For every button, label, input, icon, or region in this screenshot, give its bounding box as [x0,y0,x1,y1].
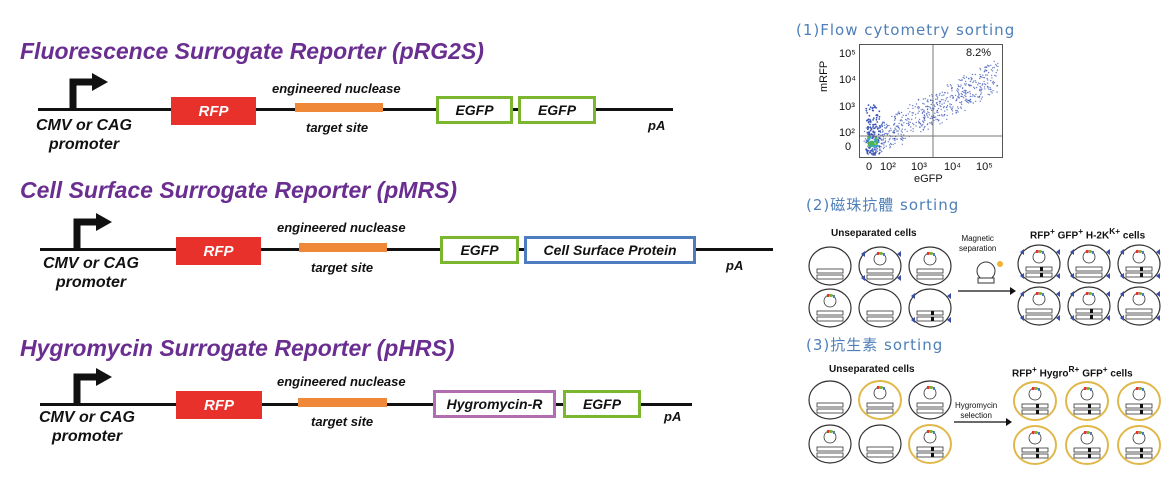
reporter-1-target-site-bar [295,103,383,112]
cell-icon [1017,244,1061,284]
magnet-icon [958,261,1016,295]
promoter-arrow-icon [73,368,112,405]
reporter-2-target-label: target site [311,260,374,275]
cell-icon [1067,286,1111,326]
cell-icon [1067,244,1111,284]
cell-icon [1065,381,1109,421]
cell-icon [908,246,952,286]
reporter-3-title: Hygromycin Surrogate Reporter (pHRS) [20,335,455,361]
antibiotic-unseparated-label: Unseparated cells [829,364,915,375]
flow-ytick: 10⁴ [839,74,856,86]
magnetic-sorting-title: (2)磁珠抗體 sorting [806,196,960,214]
cell-icon [908,380,952,420]
cell-icon [1065,425,1109,465]
reporter-3-target-label: target site [311,414,374,429]
cell-icon [1013,381,1057,421]
reporter-1-pa-label: pA [648,118,666,133]
flow-xlabel: eGFP [914,173,943,185]
flow-xtick: 10² [880,161,896,173]
cell-icon [1013,425,1057,465]
flow-xtick: 0 [866,161,873,173]
antibiotic-sorted-cells [1013,381,1161,465]
cell-icon [1017,286,1061,326]
reporter-3-pa-label: pA [664,409,682,424]
flow-xtick: 10⁵ [976,161,993,173]
cell-icon [908,288,952,328]
magnetic-sorted-cells [1017,244,1161,326]
magnetic-step-label: Magnetic separation [959,234,997,253]
antibiotic-step-label: Hygromycin selection [955,401,998,420]
cell-icon [808,424,852,464]
cell-icon [808,380,852,420]
flow-ytick: 0 [845,141,852,153]
flow-ytick: 10² [839,127,855,139]
reporter-3-hygromycin-box: Hygromycin-R [433,390,556,418]
flow-xtick: 10³ [911,161,927,173]
magnetic-result-label: RFP+ GFP+ H-2KK+ cells [1030,226,1146,242]
cell-icon [1117,381,1161,421]
reporter-1-target-label: target site [306,120,369,135]
reporter-1-egfp-box-2: EGFP [518,96,596,124]
magnetic-unseparated-cells [808,246,952,328]
reporter-2-pa-label: pA [726,258,744,273]
flow-sorting-title: (1)Flow cytometry sorting [796,21,1016,39]
reporter-2-egfp-box: EGFP [440,236,519,264]
cell-icon [1117,286,1161,326]
cell-icon [908,424,952,464]
reporter-1-rfp-box: RFP [171,97,256,125]
antibiotic-result-label: RFP+ HygroR+ GFP+ cells [1012,364,1133,380]
flow-xtick: 10⁴ [944,161,961,173]
selection-arrow-icon [954,418,1012,426]
antibiotic-unseparated-cells [808,380,952,464]
cell-icon [1117,244,1161,284]
reporter-1-egfp-box-1: EGFP [436,96,513,124]
reporter-2-backbone [40,248,773,251]
promoter-arrow-icon [69,73,108,110]
reporter-2-nuclease-label: engineered nuclease [277,220,406,235]
reporter-2-rfp-box: RFP [176,237,261,265]
reporter-3-nuclease-label: engineered nuclease [277,374,406,389]
cell-icon [1117,425,1161,465]
reporter-3-promoter-label: CMV or CAG promoter [39,409,135,445]
reporter-1-promoter-label: CMV or CAG promoter [36,117,132,153]
flow-scatter-points [860,45,1002,157]
reporter-3-rfp-box: RFP [176,391,262,419]
reporter-2-promoter-label: CMV or CAG promoter [43,255,139,291]
reporter-2-cell-surface-protein-box: Cell Surface Protein [524,236,696,264]
cell-icon [858,424,902,464]
cell-icon [858,380,902,420]
reporter-2-title: Cell Surface Surrogate Reporter (pMRS) [20,177,458,203]
reporter-2-target-site-bar [299,243,387,252]
flow-ylabel: mRFP [818,60,830,92]
flow-ytick: 10³ [839,101,855,113]
antibiotic-sorting-title: (3)抗生素 sorting [806,336,944,354]
promoter-arrow-icon [73,213,112,250]
cell-icon [808,288,852,328]
flow-ytick: 10⁵ [839,48,856,60]
flow-plot [859,44,1003,158]
reporter-3-egfp-box: EGFP [563,390,641,418]
reporter-1-title: Fluorescence Surrogate Reporter (pRG2S) [20,38,484,64]
cell-icon [808,246,852,286]
reporter-3-target-site-bar [298,398,387,407]
reporter-1-nuclease-label: engineered nuclease [272,81,401,96]
cell-icon [858,246,902,286]
flow-percent-label: 8.2% [966,47,992,59]
cell-icon [858,288,902,328]
magnetic-unseparated-label: Unseparated cells [831,228,917,239]
